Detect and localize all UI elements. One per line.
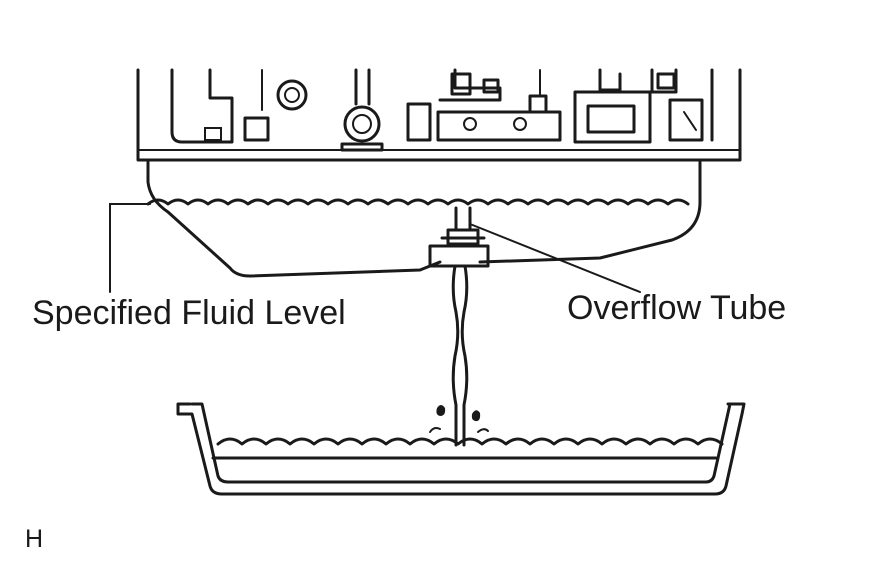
specified-fluid-level-line — [146, 198, 690, 206]
transmission-body — [136, 68, 742, 162]
fluid-level-leader — [109, 203, 151, 293]
catch-tray — [176, 402, 746, 496]
fluid-stream — [429, 264, 489, 447]
overflow-tube-label: Overflow Tube — [567, 289, 787, 327]
transmission-oil-pan — [146, 158, 702, 278]
specified-fluid-level-label: Specified Fluid Level — [32, 294, 346, 332]
overflow-tube — [428, 206, 490, 268]
overflow-tube-leader — [469, 223, 641, 293]
tray-fluid-surface — [216, 437, 724, 446]
figure-code: H — [25, 525, 44, 553]
